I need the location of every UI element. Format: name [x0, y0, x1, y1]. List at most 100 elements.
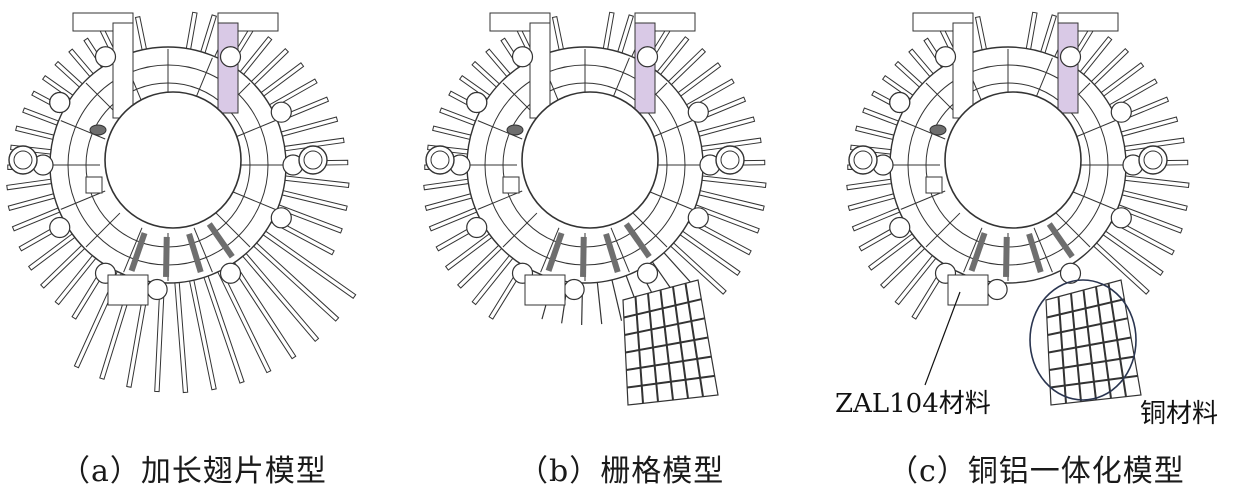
pin-cylinder	[925, 176, 943, 194]
mount-post	[529, 22, 551, 119]
mounting-boss	[848, 145, 878, 175]
inclined-rib	[545, 232, 565, 272]
grid-fin	[622, 279, 719, 406]
inclined-rib	[968, 232, 988, 272]
spoke	[1033, 57, 1053, 103]
mounting-boss	[219, 262, 242, 284]
mounting-boss	[270, 207, 292, 229]
copper-region-ellipse	[1029, 279, 1137, 401]
caption-b: （b）栅格模型	[518, 454, 725, 489]
inclined-rib	[623, 222, 652, 259]
mount-post	[217, 22, 239, 114]
mount-post	[112, 22, 134, 119]
spoke	[610, 57, 630, 103]
spoke	[900, 120, 946, 140]
pin-cylinder	[502, 176, 520, 194]
leader-line-zal104	[924, 291, 961, 386]
grid-bar-horizontal	[1050, 374, 1138, 389]
bottom-bracket	[107, 274, 149, 306]
pin-cylinder	[929, 124, 947, 136]
spoke	[925, 212, 961, 248]
spoke	[1070, 190, 1116, 210]
mounting-boss	[720, 150, 740, 170]
spoke	[502, 212, 538, 248]
bottom-bracket	[524, 274, 566, 306]
spoke	[60, 190, 106, 210]
mounting-boss	[563, 278, 585, 301]
mounting-boss	[146, 278, 168, 301]
mounting-boss	[13, 150, 33, 170]
spoke	[647, 120, 693, 140]
spoke	[85, 212, 121, 248]
spoke	[60, 120, 106, 140]
inclined-rib	[1046, 222, 1075, 259]
spoke	[900, 190, 946, 210]
copper-grid	[1045, 279, 1142, 406]
grid-bar-horizontal	[627, 374, 715, 389]
spoke	[1070, 120, 1116, 140]
mounting-boss	[715, 145, 745, 175]
caption-a: （a）加长翅片模型	[60, 454, 327, 489]
mounting-boss	[430, 150, 450, 170]
inclined-rib	[206, 222, 235, 259]
inclined-rib	[163, 236, 170, 278]
mounting-boss	[1110, 207, 1132, 229]
mounting-boss	[687, 101, 709, 123]
mount-post	[952, 22, 974, 119]
mounting-boss	[511, 46, 534, 68]
mounting-boss	[466, 91, 488, 114]
spoke	[123, 227, 143, 273]
inclined-rib	[1026, 232, 1044, 273]
mounting-boss	[49, 91, 71, 114]
mounting-boss	[687, 207, 709, 229]
spoke	[1055, 212, 1091, 248]
heatsink-model-c	[846, 11, 1190, 406]
spoke	[477, 190, 523, 210]
fin-group	[6, 11, 357, 394]
mounting-boss	[1110, 101, 1132, 123]
heatsink-model-a	[6, 11, 357, 394]
spoke	[647, 190, 693, 210]
mounting-boss	[636, 262, 659, 284]
fin	[173, 268, 189, 394]
mount-post	[1057, 22, 1079, 114]
mounting-boss	[636, 46, 659, 68]
mounting-boss	[298, 145, 328, 175]
mounting-boss	[94, 46, 117, 68]
label-zal104-material: ZAL104材料	[835, 389, 991, 419]
mounting-boss	[1138, 145, 1168, 175]
central-bore	[104, 91, 242, 229]
spoke	[963, 227, 983, 273]
bottom-bracket	[947, 274, 989, 306]
spoke	[610, 227, 630, 273]
inclined-rib	[186, 232, 204, 273]
mounting-boss	[8, 145, 38, 175]
central-bore	[521, 91, 659, 229]
mounting-boss	[425, 145, 455, 175]
mounting-boss	[270, 101, 292, 123]
mounting-boss	[49, 216, 71, 239]
spoke	[193, 57, 213, 103]
mounting-boss	[986, 278, 1008, 301]
mounting-boss	[303, 150, 323, 170]
mounting-boss	[889, 216, 911, 239]
spoke	[477, 120, 523, 140]
mount-post	[634, 22, 656, 114]
mounting-boss	[853, 150, 873, 170]
mounting-boss	[934, 46, 957, 68]
mounting-boss	[889, 91, 911, 114]
caption-c: （c）铜铝一体化模型	[888, 454, 1185, 489]
mounting-boss	[1059, 262, 1082, 284]
heatsink-model-b	[423, 11, 767, 406]
central-bore	[944, 91, 1082, 229]
pin-cylinder	[506, 124, 524, 136]
spoke	[1033, 227, 1053, 273]
spoke	[215, 212, 251, 248]
mounting-boss	[219, 46, 242, 68]
mounting-boss	[1143, 150, 1163, 170]
mounting-boss	[1059, 46, 1082, 68]
spoke	[540, 227, 560, 273]
spoke	[230, 190, 276, 210]
inclined-rib	[128, 232, 148, 272]
